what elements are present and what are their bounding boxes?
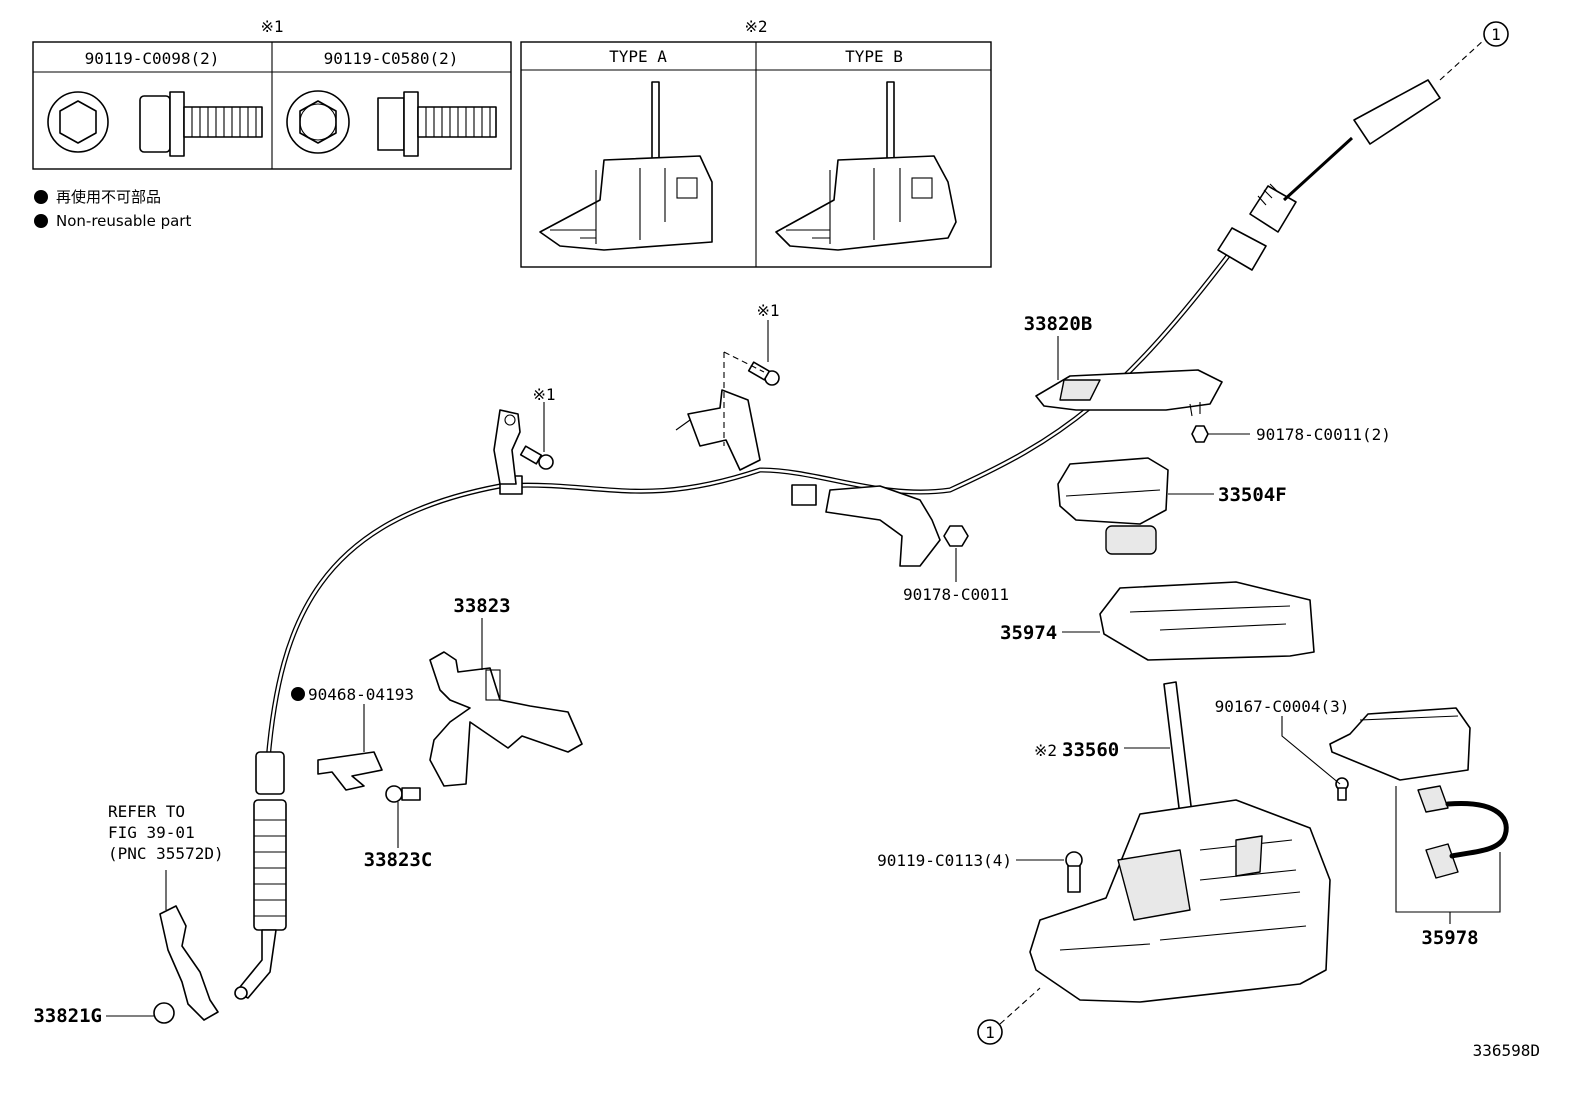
label-33821g: 33821G — [33, 1005, 102, 1027]
cable-bracket-mid-icon — [675, 389, 761, 471]
legend-jp: 再使用不可部品 — [56, 188, 161, 206]
inset-types: ※2 TYPE A TYPE B — [520, 17, 992, 268]
label-33560-mark: ※2 — [1034, 741, 1057, 760]
bracket-left-lower-icon — [153, 905, 219, 1024]
circle-marker-icon — [977, 1019, 1003, 1045]
label-90178-c0011-2: 90178-C0011(2) — [1256, 425, 1391, 444]
label-35978: 35978 — [1421, 927, 1478, 949]
label-33504f: 33504F — [1218, 484, 1287, 506]
cable-bracket-left-icon — [493, 409, 521, 485]
leader-lines — [106, 39, 1501, 1025]
refer-line-1: REFER TO — [108, 802, 185, 821]
tray-35974-icon — [1099, 581, 1315, 661]
label-90468-04193: 90468-04193 — [308, 685, 414, 704]
bolt-90167-icon — [1335, 777, 1349, 801]
circle-top-number: 1 — [1491, 25, 1501, 44]
shifter-33560-icon — [1029, 681, 1331, 1003]
bullet-icon — [34, 214, 48, 228]
label-90167-c0004-3: 90167-C0004(3) — [1215, 697, 1350, 716]
label-33820b: 33820B — [1024, 313, 1093, 335]
nut-icon — [1191, 425, 1209, 443]
cable-bracket-right-icon — [825, 485, 941, 567]
legend: 再使用不可部品 Non-reusable part — [34, 188, 191, 230]
label-90178-c0011: 90178-C0011 — [903, 585, 1009, 604]
bolt-mark-b-icon — [519, 445, 554, 470]
refer-line-2: FIG 39-01 — [108, 823, 195, 842]
inset2-type-b: TYPE B — [845, 47, 903, 66]
bolt-hex-head-icon — [47, 91, 109, 153]
bullet-icon — [34, 190, 48, 204]
bracket-33823-icon — [429, 651, 583, 787]
callout-circle-top: 1 — [1483, 21, 1509, 47]
shift-cable-assy — [234, 79, 1441, 1000]
circle-marker-icon — [1483, 21, 1509, 47]
inset1-mark: ※1 — [260, 17, 283, 36]
inset1-col1-part: 90119-C0098(2) — [85, 49, 220, 68]
bolt-mark-a-icon — [747, 361, 780, 386]
flange-bolt-side-icon — [139, 91, 263, 157]
plate-33820b-icon — [1035, 369, 1223, 417]
label-33560: 33560 — [1062, 739, 1119, 761]
inset-bolts: ※1 90119-C0098(2) 90119-C0580(2) — [32, 17, 512, 170]
non-reusable-bullet-icon — [291, 687, 305, 701]
callout-circle-bottom: 1 — [977, 1019, 1003, 1045]
flange-bolt-2-side-icon — [377, 91, 497, 157]
label-90119-c0113-4: 90119-C0113(4) — [877, 851, 1012, 870]
shifter-type-b-icon — [775, 81, 957, 251]
inset2-type-a: TYPE A — [609, 47, 667, 66]
inset1-col2-part: 90119-C0580(2) — [324, 49, 459, 68]
figure-id: 336598D — [1473, 1041, 1540, 1060]
label-33823: 33823 — [453, 595, 510, 617]
mark-bolt-b: ※1 — [532, 385, 555, 404]
label-33823c: 33823C — [364, 849, 433, 871]
switch-35978-icon — [1329, 707, 1509, 879]
bolt-33823c-icon — [385, 785, 421, 803]
clip-90468-icon — [317, 751, 383, 791]
inset2-mark: ※2 — [744, 17, 767, 36]
nut-single-icon — [943, 525, 969, 547]
mark-bolt-a: ※1 — [756, 301, 779, 320]
shifter-type-a-icon — [539, 81, 713, 251]
circle-bottom-number: 1 — [985, 1023, 995, 1042]
label-35974: 35974 — [1000, 622, 1057, 644]
knob-33504f-icon — [1057, 457, 1169, 555]
bolt-90119-c0113-icon — [1065, 851, 1083, 893]
legend-en: Non-reusable part — [56, 212, 191, 230]
bolt-flange-head-icon — [286, 90, 350, 154]
refer-line-3: (PNC 35572D) — [108, 844, 224, 863]
